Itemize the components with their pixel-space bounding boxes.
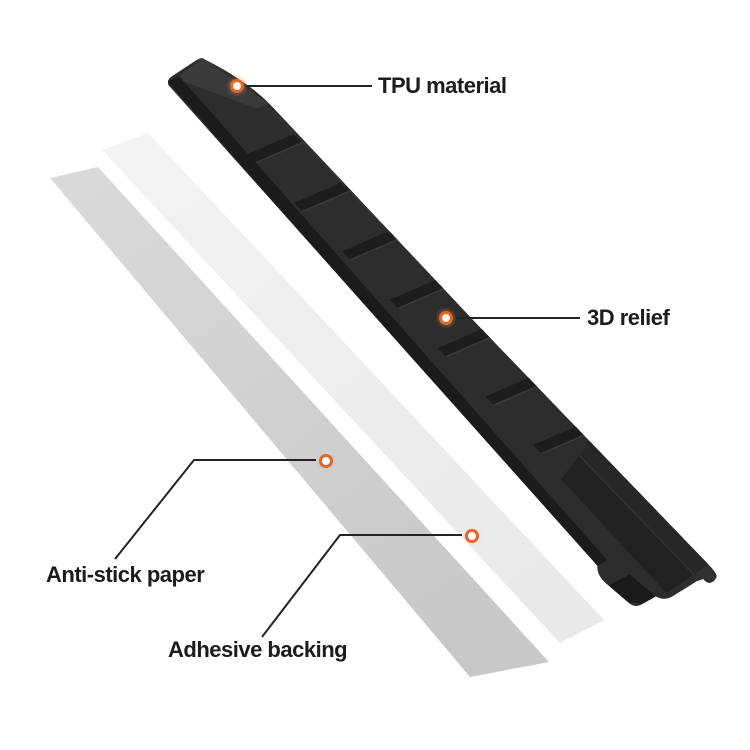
tpu-lip-top — [578, 440, 709, 575]
label-anti-stick-paper: Anti-stick paper — [46, 562, 205, 587]
tpu-tip-bevel — [175, 58, 270, 109]
adhesive-backing-strip — [102, 133, 604, 643]
callout-dot-anti-stick-paper — [316, 451, 336, 471]
label-adhesive-backing: Adhesive backing — [168, 637, 348, 662]
callout-lines — [114, 85, 580, 638]
callout-line-anti-stick-paper — [114, 459, 316, 560]
tpu-ridge-highlights — [254, 141, 591, 455]
tpu-relief-ridges — [246, 133, 590, 454]
callout-line-adhesive-backing — [261, 534, 462, 638]
anti-stick-paper-strip — [50, 167, 549, 677]
label-tpu-material: TPU material — [378, 73, 507, 98]
tpu-end-facet — [608, 574, 656, 605]
tpu-side-wall — [167, 76, 608, 568]
callout-dot-tpu-material — [226, 75, 248, 97]
tpu-end-flare — [696, 564, 717, 582]
tpu-lip-face — [561, 455, 694, 593]
tpu-strip — [167, 57, 717, 607]
callout-dot-3d-relief — [435, 307, 457, 329]
callout-dot-adhesive-backing — [462, 526, 482, 546]
label-3d-relief: 3D relief — [587, 305, 670, 330]
